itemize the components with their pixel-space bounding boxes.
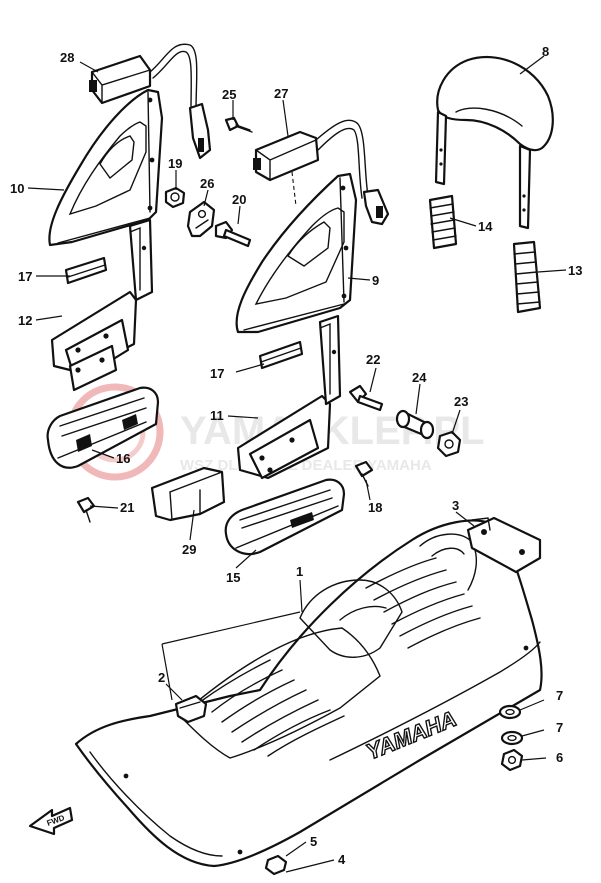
- callout-28: 28: [60, 50, 74, 65]
- callout-1: 1: [296, 564, 303, 579]
- callout-19: 19: [168, 156, 182, 171]
- part-19-nut: [164, 186, 186, 209]
- callout-11: 11: [210, 408, 224, 423]
- callout-27: 27: [274, 86, 288, 101]
- leader-lines: [27, 55, 567, 873]
- part-9-side-cover-right: [235, 172, 358, 334]
- part-27-connector-box: [253, 119, 390, 226]
- part-28-connector-box: [89, 43, 212, 160]
- callout-7-b: 7: [556, 720, 563, 735]
- part-16-pad: [46, 386, 160, 469]
- callout-3: 3: [452, 498, 459, 513]
- part-25-screw: [224, 116, 253, 133]
- part-21-screw: [76, 496, 96, 523]
- callout-13: 13: [568, 263, 582, 278]
- callout-4: 4: [338, 852, 346, 867]
- callout-29: 29: [182, 542, 196, 557]
- part-5-grommet: [264, 854, 288, 876]
- callout-5: 5: [310, 834, 317, 849]
- callout-10: 10: [10, 181, 24, 196]
- part-20-bolt: [214, 220, 252, 248]
- part-3-plate: [466, 516, 542, 574]
- callout-14: 14: [478, 219, 493, 234]
- part-8-backrest: [434, 55, 554, 230]
- callout-20: 20: [232, 192, 246, 207]
- callout-8: 8: [542, 44, 549, 59]
- part-15-pad: [224, 478, 346, 556]
- part-17-plate-left: [64, 256, 108, 285]
- part-13-rubber-boot: [512, 240, 542, 314]
- part-26-bracket: [186, 200, 216, 238]
- callout-9: 9: [372, 273, 379, 288]
- callout-17-left: 17: [18, 269, 32, 284]
- callout-22: 22: [366, 352, 380, 367]
- callout-26: 26: [200, 176, 214, 191]
- part-2-hook: [174, 694, 208, 724]
- part-10-side-cover-left: [48, 88, 164, 247]
- part-29-cap: [150, 466, 226, 522]
- part-24-collar: [395, 409, 435, 440]
- part-6-nut: [500, 748, 524, 772]
- callout-6: 6: [556, 750, 563, 765]
- part-7-washer-b: [500, 730, 524, 746]
- callout-17-right: 17: [210, 366, 224, 381]
- part-14-rubber-boot: [428, 194, 458, 250]
- callout-23: 23: [454, 394, 468, 409]
- part-12-bracket-left: [50, 218, 154, 392]
- callout-21: 21: [120, 500, 134, 515]
- part-11-bracket-right: [236, 314, 342, 480]
- part-18-screw: [354, 460, 374, 487]
- callout-24: 24: [412, 370, 427, 385]
- callout-18: 18: [368, 500, 382, 515]
- callout-25: 25: [222, 87, 236, 102]
- callout-2: 2: [158, 670, 165, 685]
- part-1-seat: YAMAHA: [74, 519, 543, 868]
- callout-7-a: 7: [556, 688, 563, 703]
- callout-12: 12: [18, 313, 32, 328]
- callout-15: 15: [226, 570, 240, 585]
- part-17-plate-right: [258, 340, 304, 370]
- front-direction-indicator: FWD: [28, 806, 74, 836]
- part-7-washer-a: [498, 704, 522, 720]
- part-22-bolt: [348, 384, 384, 412]
- part-23-nut: [436, 430, 462, 458]
- callout-16: 16: [116, 451, 130, 466]
- callout-labels: 28 8 25 27 10 19 26 20 14 13 17 9 12 22 …: [10, 44, 582, 867]
